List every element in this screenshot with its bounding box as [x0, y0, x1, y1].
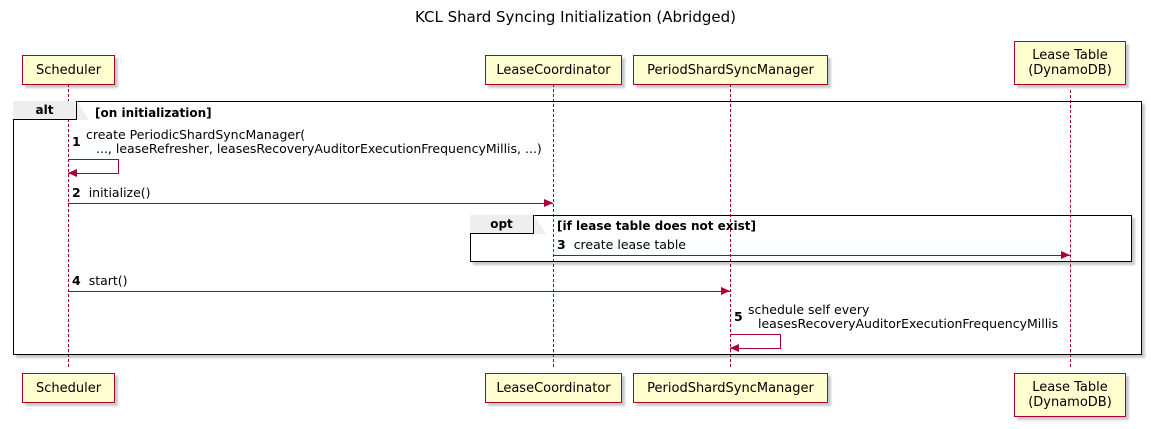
participant-periodshardsyncmanager-bottom-label: PeriodShardSyncManager [647, 380, 814, 396]
lifeline-leasecoordinator [553, 84, 554, 367]
message-2-label: 2 initialize() [72, 186, 151, 200]
fragment-alt [13, 101, 1142, 355]
participant-leasetable-bottom-label2: (DynamoDB) [1028, 395, 1112, 410]
participant-leasetable-top-label2: (DynamoDB) [1028, 63, 1112, 78]
participant-leasecoordinator-top-label: LeaseCoordinator [496, 62, 611, 78]
participant-leasetable-top-label: Lease Table [1032, 48, 1108, 63]
fragment-alt-type: alt [13, 101, 77, 120]
fragment-opt-type: opt [470, 215, 534, 234]
message-1-self-loop [68, 159, 119, 174]
participant-leasetable-bottom[interactable]: Lease Table (DynamoDB) [1014, 373, 1126, 417]
fragment-alt-notch [77, 101, 89, 120]
message-1-text-line2: ..., leaseRefresher, leasesRecoveryAudit… [96, 141, 542, 156]
message-5-text-line2: leasesRecoveryAuditorExecutionFrequencyM… [758, 316, 1059, 331]
participant-leasecoordinator-top[interactable]: LeaseCoordinator [485, 55, 622, 85]
message-4-seq: 4 [72, 273, 81, 288]
message-5-label: 5 schedule self every leasesRecoveryAudi… [734, 303, 1058, 331]
fragment-alt-guard: [on initialization] [95, 106, 212, 120]
message-1-label: 1 create PeriodicShardSyncManager( ..., … [72, 128, 542, 156]
message-2-line [68, 203, 553, 204]
message-4-label: 4 start() [72, 274, 128, 288]
participant-scheduler-bottom-label: Scheduler [35, 380, 102, 396]
participant-leasecoordinator-bottom[interactable]: LeaseCoordinator [485, 373, 622, 403]
fragment-opt [470, 215, 1132, 262]
participant-scheduler-top-label: Scheduler [35, 62, 102, 78]
participant-periodshardsyncmanager-top-label: PeriodShardSyncManager [647, 62, 814, 78]
message-5-self-loop [730, 334, 781, 349]
lifeline-periodshardsyncmanager [730, 84, 731, 367]
participant-scheduler-bottom[interactable]: Scheduler [22, 373, 115, 403]
participant-periodshardsyncmanager-top[interactable]: PeriodShardSyncManager [633, 55, 828, 85]
message-2-arrowhead [544, 198, 553, 207]
participant-periodshardsyncmanager-bottom[interactable]: PeriodShardSyncManager [633, 373, 828, 403]
participant-leasecoordinator-bottom-label: LeaseCoordinator [496, 380, 611, 396]
lifeline-scheduler [68, 84, 69, 367]
message-4-line [68, 291, 730, 292]
message-3-line [553, 255, 1070, 256]
participant-leasetable-bottom-label: Lease Table [1032, 380, 1108, 395]
participant-scheduler-top[interactable]: Scheduler [22, 55, 115, 85]
message-2-seq: 2 [72, 185, 81, 200]
message-1-text-line1: create PeriodicShardSyncManager( [86, 127, 306, 142]
fragment-opt-notch [534, 215, 546, 234]
lifeline-leasetable [1070, 90, 1071, 367]
message-2-text-line1: initialize() [88, 185, 151, 200]
message-5-text-line1: schedule self every [748, 302, 870, 317]
participant-leasetable-top[interactable]: Lease Table (DynamoDB) [1014, 41, 1126, 85]
message-3-text-line1: create lease table [573, 237, 686, 252]
message-5-seq: 5 [734, 309, 743, 324]
fragment-opt-guard: [if lease table does not exist] [557, 219, 757, 233]
message-1-arrowhead [68, 169, 77, 177]
message-3-seq: 3 [557, 237, 566, 252]
message-3-arrowhead [1061, 250, 1070, 259]
message-4-text-line1: start() [88, 273, 128, 288]
diagram-title: KCL Shard Syncing Initialization (Abridg… [415, 8, 736, 26]
message-1-seq: 1 [72, 134, 81, 149]
message-4-arrowhead [721, 286, 730, 295]
message-5-arrowhead [730, 344, 739, 352]
message-3-label: 3 create lease table [557, 238, 686, 252]
